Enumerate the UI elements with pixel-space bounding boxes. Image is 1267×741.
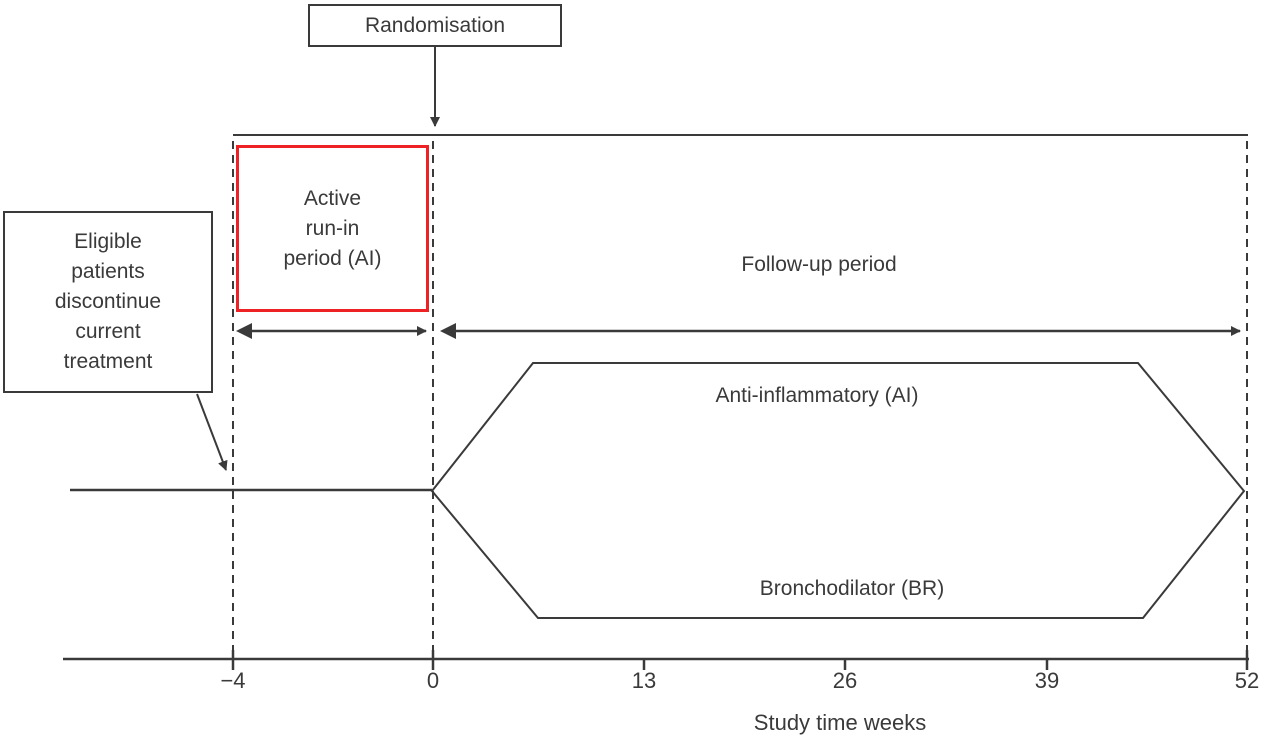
treatment-arms-hexagon [430, 362, 1246, 619]
eligible-line-3: discontinue [54, 290, 162, 313]
runin-span-arrowhead-left [236, 323, 252, 339]
arm-bronchodilator-label: Bronchodilator (BR) [759, 577, 945, 600]
tick-label-39: 39 [1034, 668, 1060, 693]
tick-label-13: 13 [631, 668, 657, 693]
eligible-line-5: treatment [63, 350, 153, 373]
eligible-line-2: patients [71, 260, 145, 283]
x-axis-title: Study time weeks [753, 710, 927, 735]
followup-period-label: Follow-up period [741, 253, 897, 276]
tick-label-minus4: −4 [220, 668, 246, 693]
tick-label-0: 0 [426, 668, 440, 693]
randomisation-box: Randomisation [308, 4, 562, 47]
active-runin-line-2: run-in [305, 216, 360, 240]
tick-label-26: 26 [832, 668, 858, 693]
followup-span-arrowhead-left [440, 323, 456, 339]
active-runin-line-3: period (AI) [283, 246, 382, 270]
active-runin-box: Active run-in period (AI) [236, 145, 429, 312]
eligible-line-4: current [75, 320, 141, 343]
eligible-box-arrow [196, 393, 228, 471]
eligible-patients-box: Eligible patients discontinue current tr… [3, 211, 213, 393]
tick-label-52: 52 [1234, 668, 1260, 693]
randomisation-label: Randomisation [364, 13, 506, 37]
active-runin-line-1: Active [303, 186, 362, 210]
eligible-line-1: Eligible [74, 230, 142, 253]
arm-anti-inflammatory-label: Anti-inflammatory (AI) [715, 384, 919, 407]
